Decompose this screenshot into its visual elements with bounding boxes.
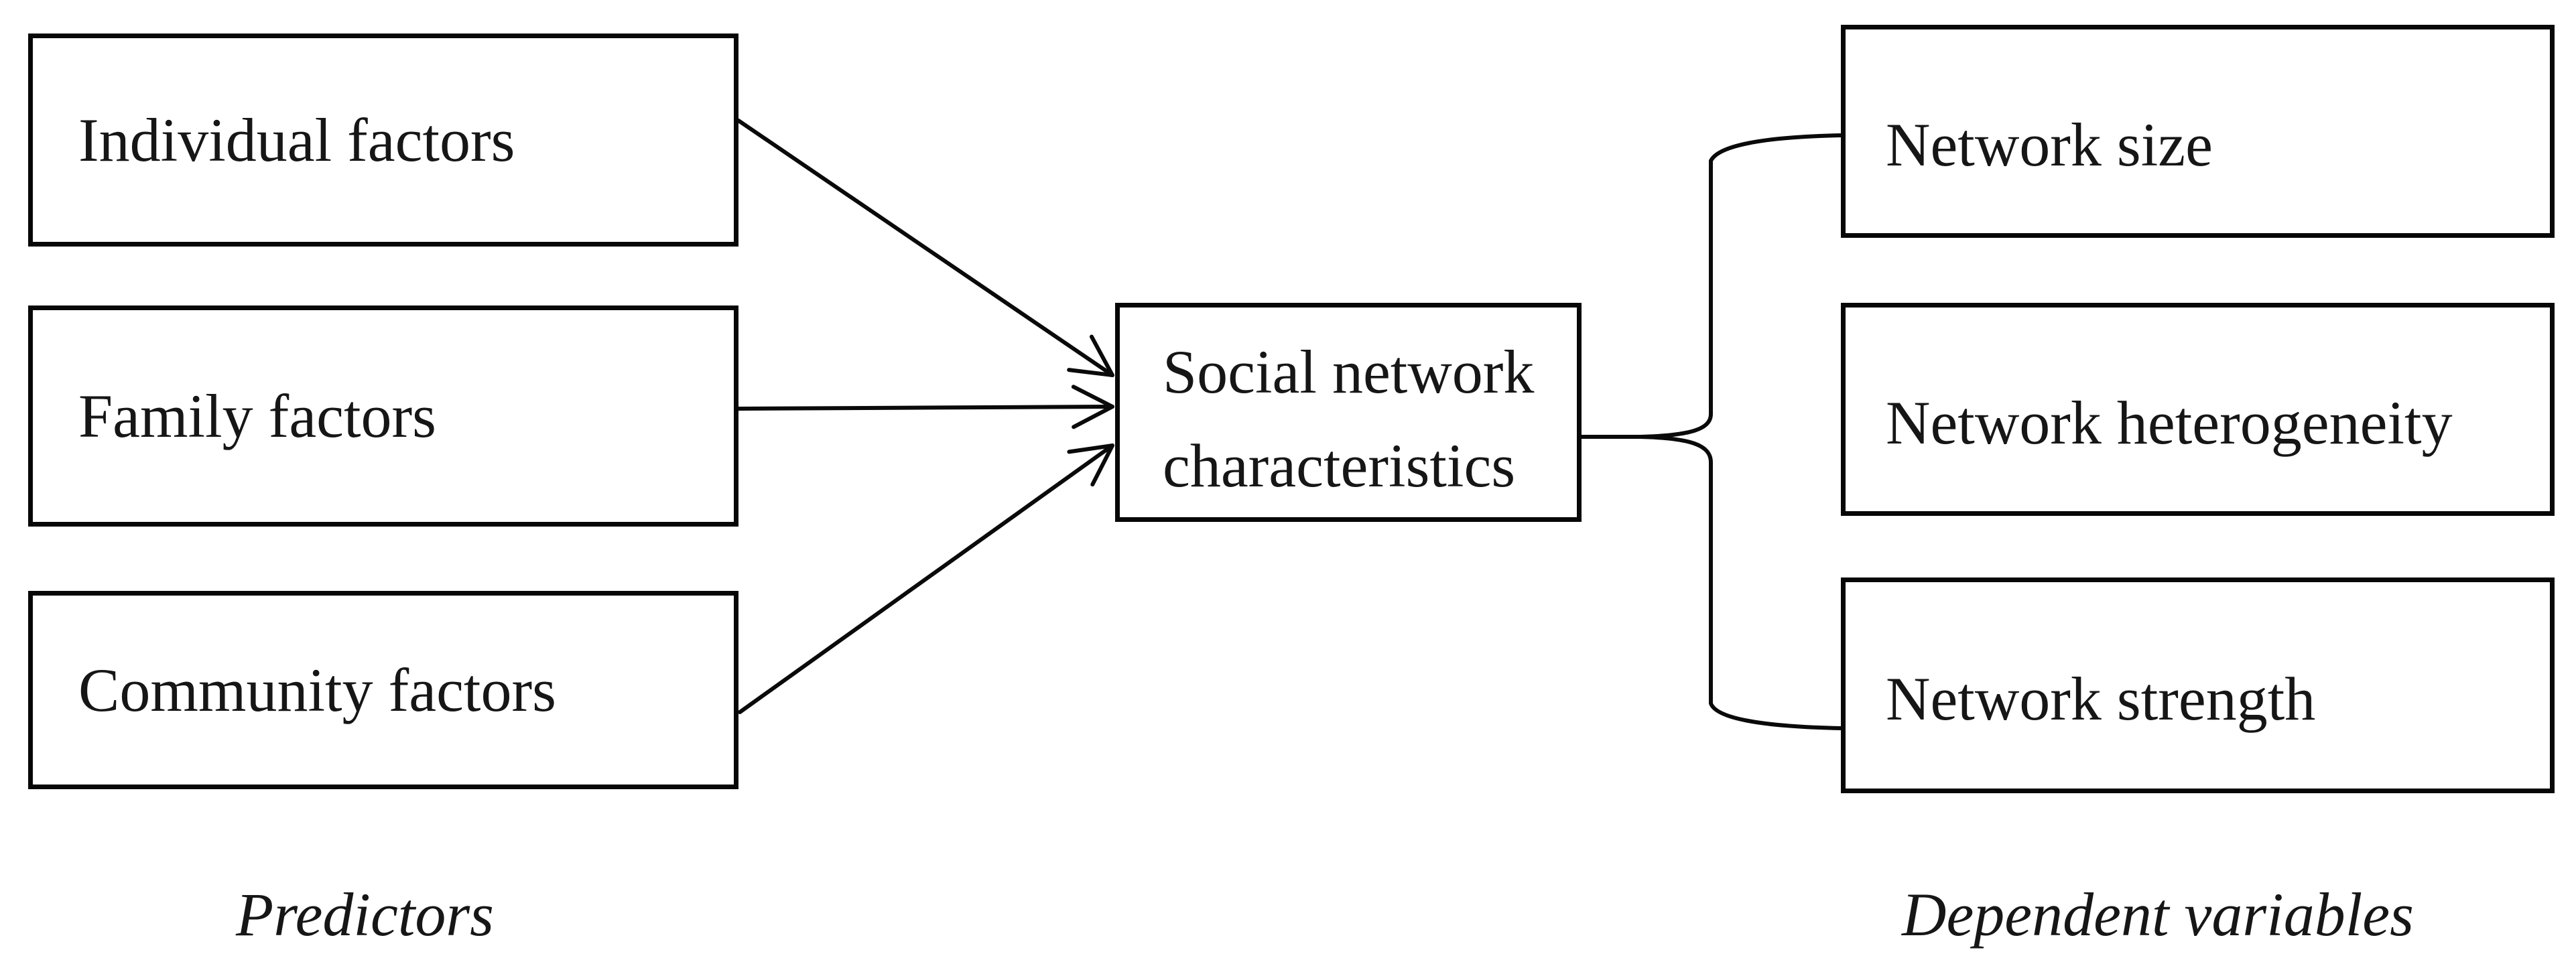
box-social-network-characteristics: Social network characteristics <box>1115 303 1582 522</box>
box-individual-factors: Individual factors <box>28 33 738 247</box>
box-community-factors-label: Community factors <box>78 655 556 724</box>
arrow-community-to-social <box>738 444 1114 714</box>
box-individual-factors-label: Individual factors <box>78 105 515 174</box>
box-network-strength-label: Network strength <box>1886 664 2316 733</box>
box-network-heterogeneity: Network heterogeneity <box>1841 303 2555 516</box>
arrow-individual-to-social <box>736 119 1114 377</box>
box-network-strength: Network strength <box>1841 577 2555 793</box>
box-family-factors-label: Family factors <box>78 381 436 450</box>
center-label-line2: characteristics <box>1163 431 1516 500</box>
caption-dependent-variables: Dependent variables <box>1902 880 2414 949</box>
box-network-heterogeneity-label: Network heterogeneity <box>1886 388 2453 457</box>
box-network-size-label: Network size <box>1886 110 2213 179</box>
box-community-factors: Community factors <box>28 591 738 789</box>
arrow-family-to-social <box>736 385 1114 429</box>
brace-bracket <box>1638 133 1843 730</box>
box-family-factors: Family factors <box>28 305 738 527</box>
box-social-network-characteristics-label: Social network characteristics <box>1163 326 1534 513</box>
caption-predictors: Predictors <box>236 880 494 949</box>
box-network-size: Network size <box>1841 25 2555 238</box>
center-label-line1: Social network <box>1163 337 1535 406</box>
